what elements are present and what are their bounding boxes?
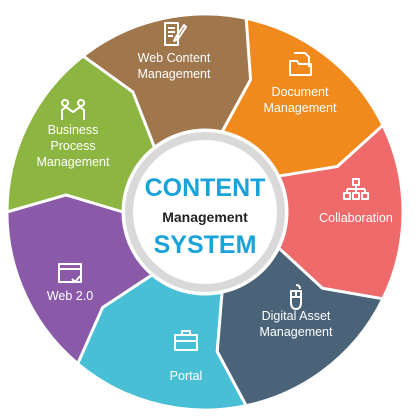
folder-document-icon-shape [289, 52, 312, 76]
segment-label-line: Web 2.0 [47, 289, 93, 303]
handshake-icon-shape [61, 99, 86, 120]
segment-collaboration: Collaboration [274, 122, 405, 313]
segment-shape-document-management [219, 16, 391, 183]
segment-label-line: Digital Asset [262, 309, 331, 323]
segment-label-web-2-0: Web 2.0 [47, 289, 93, 303]
org-chart-icon-shape [343, 178, 369, 200]
center-hub: CONTENT Management SYSTEM [125, 132, 285, 292]
segment-label-line: Management [264, 101, 337, 115]
segment-label-line: Management [138, 67, 211, 81]
segment-label-line: Process [50, 139, 95, 153]
center-title-management: Management [162, 209, 248, 225]
edit-document-icon [164, 22, 187, 46]
org-chart-icon [343, 178, 369, 200]
mouse-icon-shape [290, 284, 302, 310]
handshake-icon [61, 99, 86, 120]
segment-label-collaboration: Collaboration [319, 211, 393, 225]
segment-label-line: Document [272, 85, 329, 99]
edit-document-icon-shape [164, 22, 187, 46]
web-window-icon [58, 263, 82, 283]
segment-shape-web-2-0 [5, 178, 155, 367]
center-title-system: SYSTEM [154, 231, 257, 259]
web-window-icon-shape [58, 263, 82, 283]
segment-label-portal: Portal [170, 369, 203, 383]
briefcase-icon-shape [174, 330, 198, 351]
segment-shape-business-process-management [5, 54, 157, 215]
segment-shape-web-content-management [75, 12, 262, 152]
segment-label-line: Management [260, 325, 333, 339]
segment-label-line: Portal [170, 369, 203, 383]
segment-shape-collaboration [274, 122, 405, 313]
segment-shape-digital-asset-management [205, 245, 386, 410]
segment-web-2-0: Web 2.0 [5, 178, 155, 367]
center-disc [133, 140, 277, 284]
mouse-icon [290, 284, 302, 310]
segment-label-line: Business [48, 123, 99, 137]
segment-portal: Portal [65, 269, 249, 412]
segment-shape-portal [65, 269, 249, 412]
folder-document-icon [289, 52, 312, 76]
briefcase-icon [174, 330, 198, 351]
segment-label-line: Web Content [138, 51, 211, 65]
segment-label-line: Management [37, 155, 110, 169]
center-title-content: CONTENT [145, 174, 266, 202]
segment-label-line: Collaboration [319, 211, 393, 225]
